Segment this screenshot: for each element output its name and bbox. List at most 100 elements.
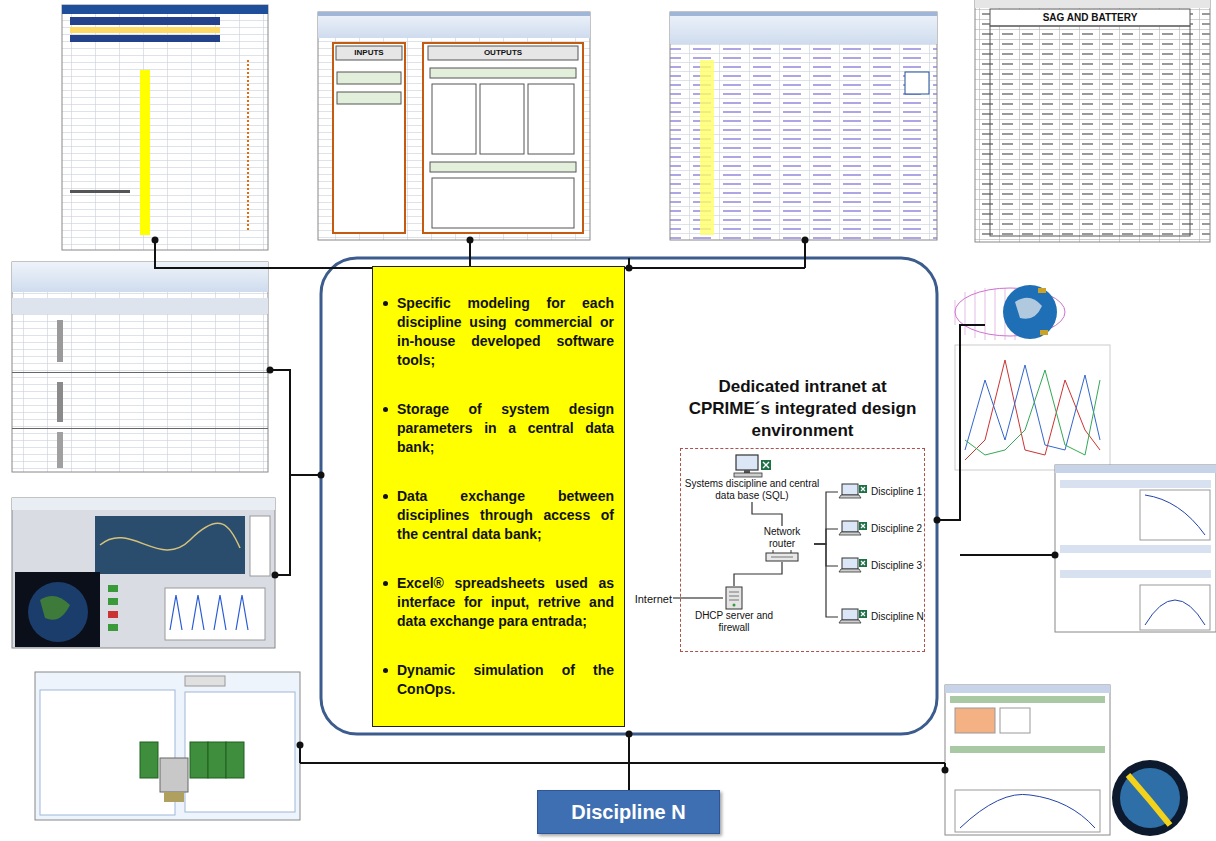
computer-icon-part-part xyxy=(734,473,762,477)
laptop-icon-part-part xyxy=(859,522,867,530)
junction-dot-part xyxy=(1052,552,1059,559)
laptop-icon xyxy=(838,557,868,575)
laptop-icon-part-part xyxy=(859,485,867,493)
computer-icon-part-part xyxy=(761,460,771,470)
bullet-text: Specific modeling for each discipline us… xyxy=(397,294,614,370)
orbit-illustration-part xyxy=(965,370,1100,455)
spreadsheet-screenshot-part xyxy=(670,12,937,16)
laptop-icon-part-part xyxy=(859,559,867,567)
spreadsheet-screenshot-part xyxy=(62,5,268,14)
router-icon-part-part xyxy=(773,550,791,553)
laptop-icon-part xyxy=(838,483,868,501)
orbit-illustration xyxy=(955,285,1110,470)
spreadsheet-screenshot xyxy=(12,262,268,472)
spreadsheet-screenshot-part xyxy=(432,84,476,154)
analysis-screenshot-part xyxy=(1140,585,1210,630)
simulator-screenshot-part xyxy=(108,598,118,605)
analysis-screenshot-part xyxy=(1060,545,1211,553)
configuration-screenshot-part xyxy=(160,758,188,792)
laptop-icon-part-part xyxy=(861,612,865,616)
eclipse-screenshot-part xyxy=(950,746,1105,753)
wire-part xyxy=(155,240,805,268)
junction-dot-part xyxy=(942,767,949,774)
analysis-screenshot-part xyxy=(1055,465,1216,473)
spreadsheet-screenshot-part xyxy=(70,190,130,193)
simulator-screenshot xyxy=(12,498,275,648)
simulator-screenshot-part xyxy=(170,595,248,630)
link-line xyxy=(734,562,782,586)
eclipse-screenshot-part xyxy=(955,708,995,733)
computer-icon-part-part xyxy=(736,455,758,470)
device-label: Systems discipline and central data base… xyxy=(682,478,822,502)
simulator-screenshot-part xyxy=(95,516,245,574)
configuration-screenshot-part xyxy=(35,672,300,820)
eclipse-screenshot-part xyxy=(1112,760,1188,836)
network-link xyxy=(734,562,782,586)
device-label: DHCP server and firewall xyxy=(684,610,784,634)
computer-icon-part-part xyxy=(744,470,750,473)
device-label: Discipline 2 xyxy=(871,523,922,535)
network-link xyxy=(814,529,838,544)
device-label: Discipline 1 xyxy=(871,486,922,498)
router-icon xyxy=(750,550,814,562)
configuration-screenshot xyxy=(35,672,300,820)
spreadsheet-screenshot-part xyxy=(12,298,268,314)
laptop-icon-part-part xyxy=(861,524,865,528)
spreadsheet-screenshot-part xyxy=(70,17,220,25)
simulator-screenshot-part xyxy=(100,523,240,550)
link-line xyxy=(752,502,782,526)
server-icon xyxy=(684,586,784,610)
spreadsheet-screenshot-part xyxy=(432,178,574,228)
analysis-screenshot-part xyxy=(1140,490,1210,540)
server-icon-part-part xyxy=(729,592,739,600)
laptop-icon-part-part xyxy=(839,532,861,535)
bullet-text: Excel® spreadsheets used as interface fo… xyxy=(397,574,614,631)
device-label: Network router xyxy=(750,526,814,550)
junction-dot-part xyxy=(934,517,941,524)
eclipse-screenshot-part xyxy=(945,685,1110,835)
eclipse-screenshot-part xyxy=(1128,775,1170,825)
laptop-icon-part xyxy=(838,608,868,626)
spreadsheet-screenshot-part xyxy=(57,432,63,468)
bullet-row: Dynamic simulation of the ConOps. xyxy=(381,661,614,699)
orbit-illustration-part xyxy=(1015,298,1042,319)
simulator-screenshot-part xyxy=(15,572,100,647)
bullet-dot xyxy=(383,668,388,673)
text-label: SAG AND BATTERY xyxy=(990,11,1190,24)
bullet-list-box: Specific modeling for each discipline us… xyxy=(372,266,625,727)
bullet-text: Dynamic simulation of the ConOps. xyxy=(397,661,614,699)
configuration-screenshot-part xyxy=(208,742,226,778)
laptop-node: Discipline N xyxy=(838,608,923,626)
orbit-illustration-part xyxy=(1040,330,1048,335)
laptop-icon-part xyxy=(838,557,868,575)
simulator-screenshot-part xyxy=(165,588,265,640)
computer-node: Systems discipline and central data base… xyxy=(682,454,822,502)
spreadsheet-screenshot-part xyxy=(247,60,249,230)
orbit-illustration-part xyxy=(1038,288,1046,293)
configuration-screenshot-part xyxy=(226,742,244,778)
junction-dot xyxy=(152,237,1059,774)
spreadsheet-screenshot-part xyxy=(318,12,590,38)
server-icon-part-part xyxy=(733,604,736,607)
simulator-screenshot-part xyxy=(108,624,118,631)
wire-part xyxy=(300,734,945,790)
server-node: DHCP server and firewall xyxy=(684,586,784,634)
junction-dot-part xyxy=(152,237,159,244)
spreadsheet-screenshot-part xyxy=(700,60,714,235)
orbit-illustration-part xyxy=(1003,285,1057,339)
link-line xyxy=(814,529,838,544)
orbit-illustration-part xyxy=(955,345,1110,470)
link-line xyxy=(814,544,838,617)
simulator-screenshot-part xyxy=(40,596,70,620)
spreadsheet-screenshot-part xyxy=(140,70,150,235)
bullet-row: Excel® spreadsheets used as interface fo… xyxy=(381,574,614,631)
junction-dot-part xyxy=(297,742,304,749)
spreadsheet-screenshot-part xyxy=(337,72,401,84)
intranet-region: Dedicated intranet at CPRIME´s integrate… xyxy=(680,376,925,652)
spreadsheet-screenshot-part xyxy=(12,372,268,373)
laptop-icon-part-part xyxy=(861,561,865,565)
spreadsheet-screenshot-part xyxy=(12,262,268,472)
junction-dot-part xyxy=(626,265,633,272)
bullet-text: Data exchange between disciplines throug… xyxy=(397,487,614,544)
